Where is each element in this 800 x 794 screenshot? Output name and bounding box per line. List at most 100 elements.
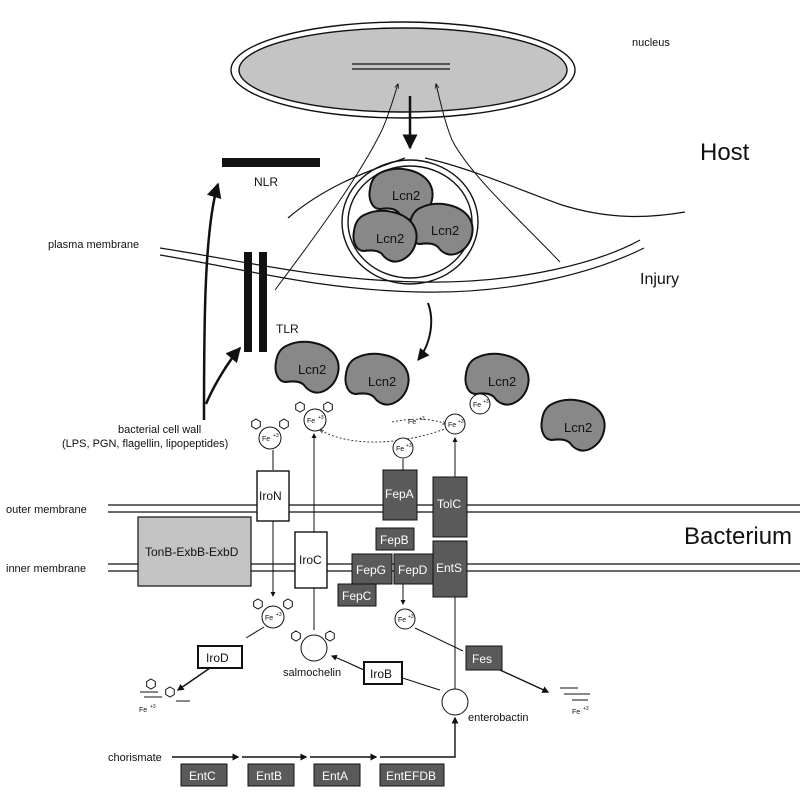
- fepc-label: FepC: [342, 589, 372, 603]
- fepc-atpase: [337, 583, 377, 607]
- injury-label: Injury: [640, 271, 679, 288]
- fepg-label: FepG: [356, 563, 386, 577]
- tonb-exbb-exbd-complex: [137, 516, 252, 587]
- enta-label: EntA: [322, 769, 348, 783]
- cytoplasm-pathway: Fe +3 Fe +3 IroD Fe +3 salmochelin IroB …: [108, 598, 590, 787]
- salmochelin-molecule: [300, 634, 328, 662]
- iron-receptor: [256, 470, 290, 522]
- lcn2-label: Lcn2: [298, 362, 326, 377]
- fes-label: Fes: [472, 652, 492, 666]
- fe-fepa-entry: [392, 437, 414, 459]
- outer-membrane-label: outer membrane: [6, 504, 87, 516]
- irod-release-arrow: [176, 667, 211, 691]
- fepa-label: FepA: [385, 487, 414, 501]
- entc-enzyme: [180, 763, 228, 787]
- fe-label: Fe: [262, 436, 270, 443]
- bacterium-label: Bacterium: [684, 523, 792, 550]
- lcn2-label: Lcn2: [392, 188, 420, 203]
- transport-proteins: TonB-ExbB-ExbD IroN IroC FepA FepB FepG …: [137, 469, 468, 607]
- irob-product-arrow: [330, 654, 365, 671]
- iron-label: IroN: [259, 489, 282, 503]
- fe-capture-curve: [391, 418, 446, 424]
- ents-label: EntS: [436, 561, 462, 575]
- ents-exporter: [432, 540, 468, 598]
- fes-release-arrow: [499, 669, 550, 693]
- tlr-label: TLR: [276, 322, 299, 336]
- irob-input-line: [401, 677, 441, 691]
- plasma-membrane-lower: [159, 247, 645, 293]
- signal-curve-right: [436, 84, 561, 263]
- fe-salmochelin-cytoplasm: [261, 605, 285, 629]
- irob-label: IroB: [370, 667, 392, 681]
- fe-enterobactin-out: [444, 413, 466, 435]
- fe-enterobactin-cytoplasm: [394, 608, 416, 630]
- receptors: NLR TLR bacterial cell wall (LPS, PGN, f…: [62, 158, 320, 450]
- tolc-label: TolC: [437, 497, 461, 511]
- cell-outline: [424, 157, 686, 218]
- fepb-label: FepB: [380, 533, 409, 547]
- lcn2-label: Lcn2: [368, 374, 396, 389]
- transport-arrows: [270, 433, 458, 690]
- nlr-label: NLR: [254, 175, 278, 189]
- enta-enzyme: [313, 763, 361, 787]
- irod-input-line: [245, 626, 265, 639]
- fe-charge: +3: [318, 415, 324, 421]
- enterobactin-molecule: [441, 688, 469, 716]
- fe-charge: +3: [406, 443, 412, 449]
- fe-charge: +3: [273, 433, 279, 439]
- enterobactin-label: enterobactin: [468, 712, 529, 724]
- lcn2-label: Lcn2: [488, 374, 516, 389]
- fe-charge: +3: [483, 399, 489, 405]
- fes-esterase: [465, 645, 503, 671]
- tlr-activation-arrow: [204, 346, 241, 405]
- lcn2-label: Lcn2: [564, 420, 592, 435]
- iroc-exporter: [294, 531, 328, 589]
- entefdb-arrow: [380, 716, 459, 758]
- fe-label: Fe: [307, 418, 315, 425]
- fe-charge: +3: [419, 416, 425, 422]
- fepb-periplasmic: [375, 527, 415, 551]
- entb-enzyme: [247, 763, 295, 787]
- fe-charge: +3: [150, 704, 156, 710]
- salmochelin-label: salmochelin: [283, 667, 341, 679]
- extracellular-lcn2: Lcn2 Lcn2 Lcn2 Lcn2: [274, 340, 606, 452]
- stealth-exchange: [320, 424, 456, 443]
- irod-esterase: [197, 645, 243, 669]
- fepa-receptor: [382, 469, 418, 521]
- tolc-channel: [432, 476, 468, 538]
- fepd-label: FepD: [398, 563, 428, 577]
- nucleus-label: nucleus: [632, 37, 670, 49]
- fepd-permease: [393, 553, 435, 585]
- fe-charge: +3: [583, 706, 589, 712]
- plasma-membrane-upper: [159, 239, 641, 283]
- fe-complex-iroc: [303, 408, 327, 432]
- nlr-bar: [222, 158, 320, 167]
- fes-input-line: [414, 627, 464, 652]
- secretion-arrow: [417, 302, 433, 361]
- fe-charge: +3: [276, 612, 282, 618]
- entb-label: EntB: [256, 769, 282, 783]
- fe-label: Fe: [572, 709, 580, 716]
- plasma-membrane-label: plasma membrane: [48, 239, 139, 251]
- tlr-bar-right: [259, 252, 267, 352]
- lcn2-label: Lcn2: [431, 223, 459, 238]
- fe-charge: +3: [458, 419, 464, 425]
- cell-wall-components: (LPS, PGN, flagellin, lipopeptides): [62, 438, 228, 450]
- fe-label: Fe: [398, 617, 406, 624]
- nlr-activation-arrow: [202, 182, 222, 421]
- fe-charge: +3: [408, 614, 414, 620]
- irob-glucosyltransferase: [363, 661, 403, 685]
- tlr-bar-left: [244, 252, 252, 352]
- fe-label: Fe: [265, 615, 273, 622]
- host-label: Host: [700, 139, 750, 166]
- fepg-permease: [351, 553, 393, 585]
- cell-wall-title: bacterial cell wall: [118, 424, 201, 436]
- fe-label: Fe: [408, 419, 416, 426]
- fe-label: Fe: [396, 446, 404, 453]
- entefdb-enzyme: [379, 763, 445, 787]
- iron-complexes: Fe +3 Fe +3 Fe +3 Fe +3 Fe +3 Fe +3: [251, 393, 491, 459]
- iroc-label: IroC: [299, 553, 322, 567]
- fe-complex-iron: [258, 426, 282, 450]
